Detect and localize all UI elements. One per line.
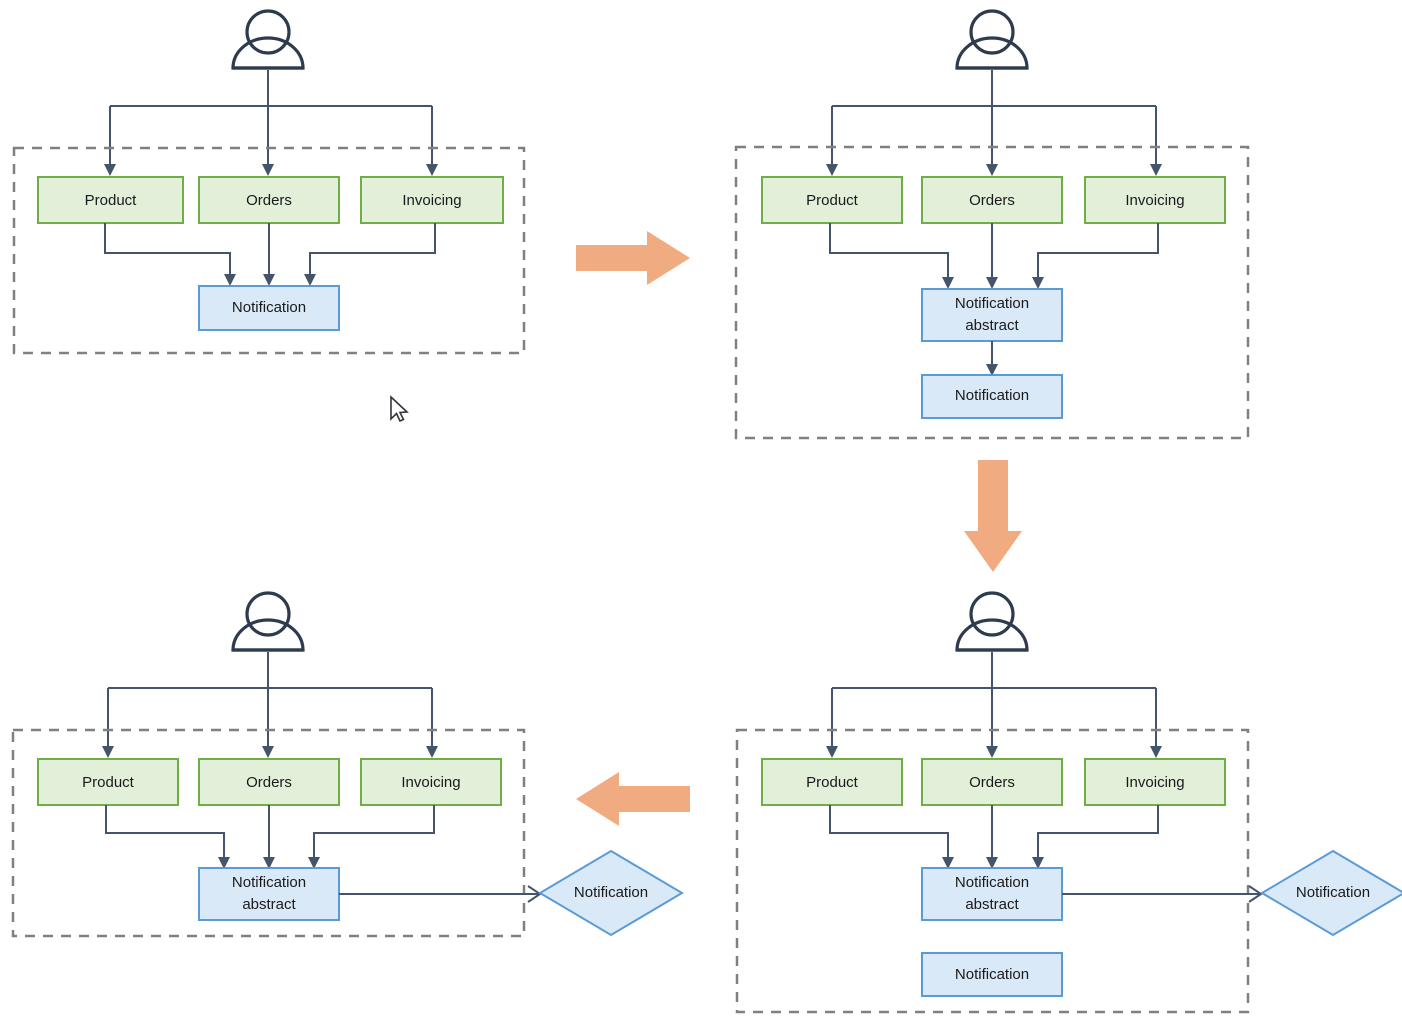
service-label-product: Product bbox=[85, 192, 138, 209]
user-actor-icon bbox=[231, 591, 305, 652]
dashed-module-boundary bbox=[735, 728, 1250, 1014]
service-box-product[interactable]: Product bbox=[761, 176, 903, 224]
service-box-product[interactable]: Product bbox=[37, 758, 179, 806]
dashed-module-boundary bbox=[734, 145, 1250, 440]
panel-step-3: Product Orders Invoicing Notification ab… bbox=[735, 591, 1402, 1014]
panel-step-2: Product Orders Invoicing Notification ab… bbox=[734, 9, 1250, 440]
flow-arrow-right bbox=[576, 231, 690, 285]
abstract-to-external-notification-connector bbox=[1062, 885, 1263, 903]
service-label-invoicing: Invoicing bbox=[1125, 774, 1184, 791]
panel-step-4: Product Orders Invoicing Notification ab… bbox=[11, 591, 684, 938]
service-box-orders[interactable]: Orders bbox=[921, 176, 1063, 224]
actor-to-services-connectors bbox=[826, 652, 1162, 758]
service-box-invoicing[interactable]: Invoicing bbox=[360, 176, 504, 224]
component-label-notification-abstract-line1: Notification bbox=[955, 874, 1029, 891]
services-to-notification-abstract-connectors bbox=[829, 223, 1159, 289]
service-label-invoicing: Invoicing bbox=[1125, 192, 1184, 209]
external-component-label-notification: Notification bbox=[1296, 884, 1370, 901]
abstract-to-external-notification-connector bbox=[339, 885, 542, 903]
service-label-product: Product bbox=[806, 192, 859, 209]
component-label-notification-abstract-line1: Notification bbox=[955, 295, 1029, 312]
actor-to-services-connectors bbox=[102, 652, 438, 758]
component-label-notification: Notification bbox=[955, 966, 1029, 983]
component-notification-abstract[interactable]: Notification abstract bbox=[921, 867, 1063, 921]
service-box-product[interactable]: Product bbox=[761, 758, 903, 806]
abstract-to-notification-connector bbox=[986, 341, 998, 376]
component-notification[interactable]: Notification bbox=[921, 374, 1063, 419]
component-notification-abstract[interactable]: Notification abstract bbox=[198, 867, 340, 921]
service-label-orders: Orders bbox=[969, 774, 1015, 791]
user-actor-icon bbox=[955, 9, 1029, 70]
service-label-orders: Orders bbox=[246, 774, 292, 791]
user-actor-icon bbox=[955, 591, 1029, 652]
component-label-notification-abstract-line2: abstract bbox=[242, 896, 296, 913]
service-box-orders[interactable]: Orders bbox=[198, 758, 340, 806]
service-label-orders: Orders bbox=[969, 192, 1015, 209]
service-box-invoicing[interactable]: Invoicing bbox=[1084, 176, 1226, 224]
services-to-notification-abstract-connectors bbox=[829, 805, 1159, 869]
service-box-product[interactable]: Product bbox=[37, 176, 184, 224]
external-component-label-notification: Notification bbox=[574, 884, 648, 901]
service-label-invoicing: Invoicing bbox=[401, 774, 460, 791]
external-component-notification-diamond[interactable]: Notification bbox=[538, 849, 684, 937]
component-label-notification-abstract-line2: abstract bbox=[965, 317, 1019, 334]
panel-step-1: Product Orders Invoicing Notification bbox=[12, 9, 526, 355]
service-label-orders: Orders bbox=[246, 192, 292, 209]
flow-arrow-down bbox=[964, 460, 1022, 572]
actor-to-services-connectors bbox=[104, 70, 438, 176]
dashed-module-boundary bbox=[11, 728, 526, 938]
service-label-invoicing: Invoicing bbox=[402, 192, 461, 209]
component-label-notification-abstract-line1: Notification bbox=[232, 874, 306, 891]
flow-arrow-left bbox=[576, 772, 690, 826]
dashed-module-boundary bbox=[12, 146, 526, 355]
external-component-notification-diamond[interactable]: Notification bbox=[1260, 849, 1402, 937]
component-notification-abstract[interactable]: Notification abstract bbox=[921, 288, 1063, 342]
actor-to-services-connectors bbox=[826, 70, 1162, 176]
service-box-orders[interactable]: Orders bbox=[921, 758, 1063, 806]
component-label-notification: Notification bbox=[232, 299, 306, 316]
component-label-notification: Notification bbox=[955, 387, 1029, 404]
component-notification[interactable]: Notification bbox=[921, 952, 1063, 997]
services-to-notification-abstract-connectors bbox=[105, 805, 435, 869]
service-box-orders[interactable]: Orders bbox=[198, 176, 340, 224]
user-actor-icon bbox=[231, 9, 305, 70]
component-notification[interactable]: Notification bbox=[198, 285, 340, 331]
service-label-product: Product bbox=[806, 774, 859, 791]
service-box-invoicing[interactable]: Invoicing bbox=[1084, 758, 1226, 806]
services-to-notification-connectors bbox=[104, 223, 436, 286]
component-label-notification-abstract-line2: abstract bbox=[965, 896, 1019, 913]
mouse-cursor bbox=[390, 395, 409, 423]
service-box-invoicing[interactable]: Invoicing bbox=[360, 758, 502, 806]
service-label-product: Product bbox=[82, 774, 135, 791]
